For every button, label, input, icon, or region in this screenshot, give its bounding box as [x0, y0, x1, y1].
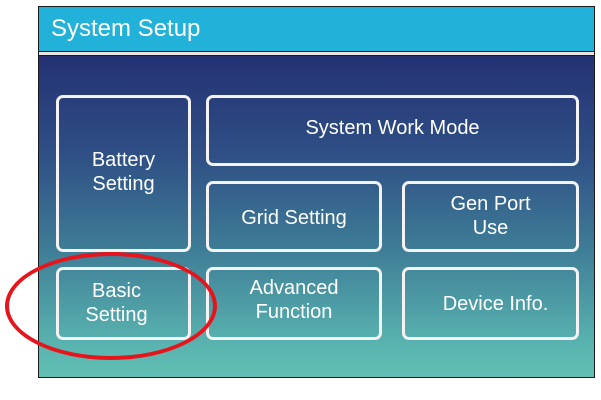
system-setup-screen: System Setup [38, 6, 595, 378]
page-title: System Setup [51, 15, 201, 42]
grid-setting-button[interactable]: Grid Setting [206, 181, 382, 252]
gen-port-use-button[interactable]: Gen Port Use [402, 181, 579, 252]
basic-setting-label: Basic Setting [85, 279, 148, 326]
grid-setting-label: Grid Setting [241, 206, 347, 229]
advanced-function-button[interactable]: Advanced Function [206, 267, 382, 340]
device-info-button[interactable]: Device Info. [402, 267, 579, 340]
device-info-label: Device Info. [442, 292, 549, 315]
battery-setting-button[interactable]: Battery Setting [56, 95, 191, 252]
header-divider [39, 52, 594, 56]
gen-port-use-label: Gen Port Use [450, 192, 531, 239]
header-bar: System Setup [39, 7, 594, 52]
battery-setting-label: Battery Setting [91, 148, 156, 195]
basic-setting-button[interactable]: Basic Setting [56, 267, 191, 340]
system-work-mode-label: System Work Mode [305, 116, 480, 139]
advanced-function-label: Advanced Function [249, 276, 339, 323]
system-work-mode-button[interactable]: System Work Mode [206, 95, 579, 166]
